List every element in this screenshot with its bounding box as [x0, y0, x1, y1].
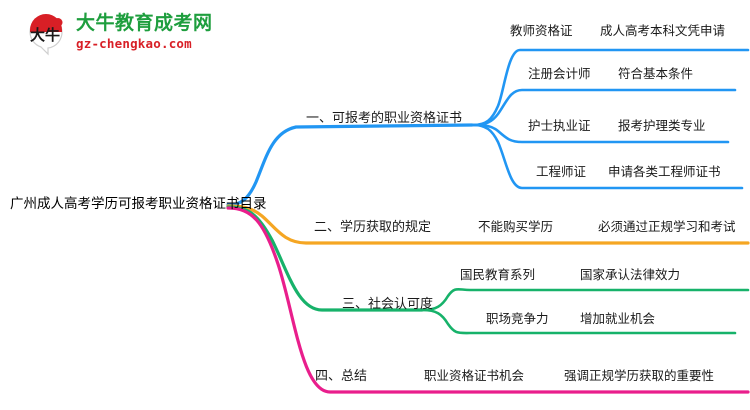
branch1-child1-link [471, 48, 750, 127]
branch-node-1[interactable]: 一、可报考的职业资格证书 [306, 111, 463, 126]
branch4-child-1-leaf[interactable]: 强调正规学历获取的重要性 [564, 368, 715, 383]
branch3-child-1[interactable]: 国民教育系列 [460, 267, 536, 282]
branch1-child-1[interactable]: 教师资格证 [510, 23, 573, 38]
branch1-child4-link [471, 123, 744, 190]
logo-wordmark: 大牛教育成考网 gz-chengkao.com [76, 11, 226, 57]
branch3-child-2[interactable]: 职场竞争力 [486, 311, 549, 326]
branch1-child2-link [471, 88, 737, 127]
branch4-trunk [226, 206, 750, 394]
site-logo[interactable]: 大牛 大牛教育成考网 gz-chengkao.com [22, 8, 222, 60]
branch3-child2-link [421, 308, 737, 335]
branch1-child-3[interactable]: 护士执业证 [528, 118, 591, 133]
branch2-trunk [226, 204, 750, 245]
branch-node-2[interactable]: 二、学历获取的规定 [314, 220, 432, 235]
branch1-trunk [226, 123, 474, 207]
logo-mark-icon: 大牛 [22, 10, 70, 58]
branch1-child-4-leaf[interactable]: 申请各类工程师证书 [608, 164, 721, 179]
branch1-child-3-leaf[interactable]: 报考护理类专业 [618, 118, 706, 133]
branch1-child-2-leaf[interactable]: 符合基本条件 [618, 66, 694, 81]
branch3-child-1-leaf[interactable]: 国家承认法律效力 [580, 267, 681, 282]
branch4-child-1[interactable]: 职业资格证书机会 [424, 368, 525, 383]
branch2-child-1-leaf[interactable]: 必须通过正规学习和考试 [598, 219, 736, 234]
branch-node-4[interactable]: 四、总结 [315, 369, 368, 384]
branch3-child1-link [421, 287, 750, 312]
root-node[interactable]: 广州成人高考学历可报考职业资格证书目录 [10, 196, 267, 212]
branch1-child-1-leaf[interactable]: 成人高考本科文凭申请 [600, 23, 726, 38]
brand-url: gz-chengkao.com [76, 36, 192, 51]
branch2-child-1[interactable]: 不能购买学历 [478, 219, 554, 234]
branch-node-3[interactable]: 三、社会认可度 [342, 297, 434, 312]
svg-text:大牛: 大牛 [30, 26, 60, 44]
branch3-child-2-leaf[interactable]: 增加就业机会 [580, 311, 656, 326]
branch1-child-2[interactable]: 注册会计师 [528, 66, 591, 81]
branch1-child-4[interactable]: 工程师证 [536, 164, 587, 179]
brand-name-cn: 大牛教育成考网 [76, 12, 213, 34]
